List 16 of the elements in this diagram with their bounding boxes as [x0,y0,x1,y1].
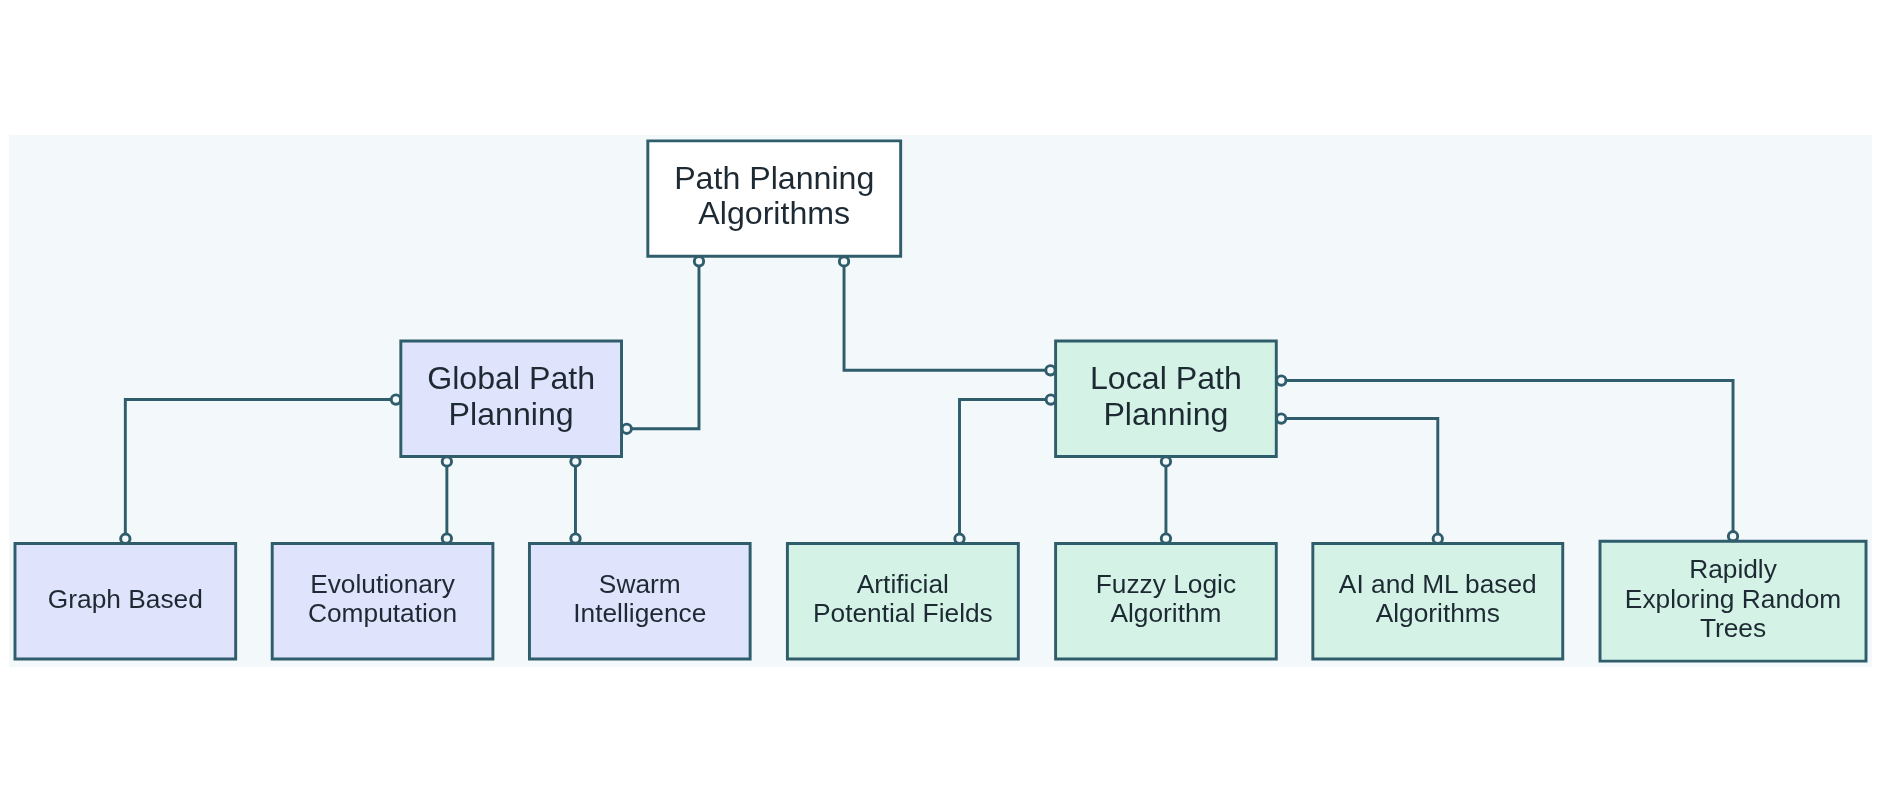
connector [119,392,403,545]
connector [837,254,1057,376]
node-box: Graph Based [13,541,238,660]
connector [1275,373,1740,542]
node-box: Fuzzy Logic Algorithm [1054,541,1278,660]
node-box: Path Planning Algorithms [646,138,903,258]
node-box: Artificial Potential Fields [785,541,1020,660]
node-box: AI and ML based Algorithms [1311,541,1565,660]
connector [1275,411,1444,545]
connector [620,254,706,435]
node-box: Swarm Intelligence [528,541,752,660]
node-box: Global Path Planning [399,339,623,458]
node-box: Rapidly Exploring Random Trees [1598,539,1868,663]
node-box: Local Path Planning [1054,339,1278,458]
node-box: Evolutionary Computation [270,541,495,660]
connector [953,392,1057,545]
